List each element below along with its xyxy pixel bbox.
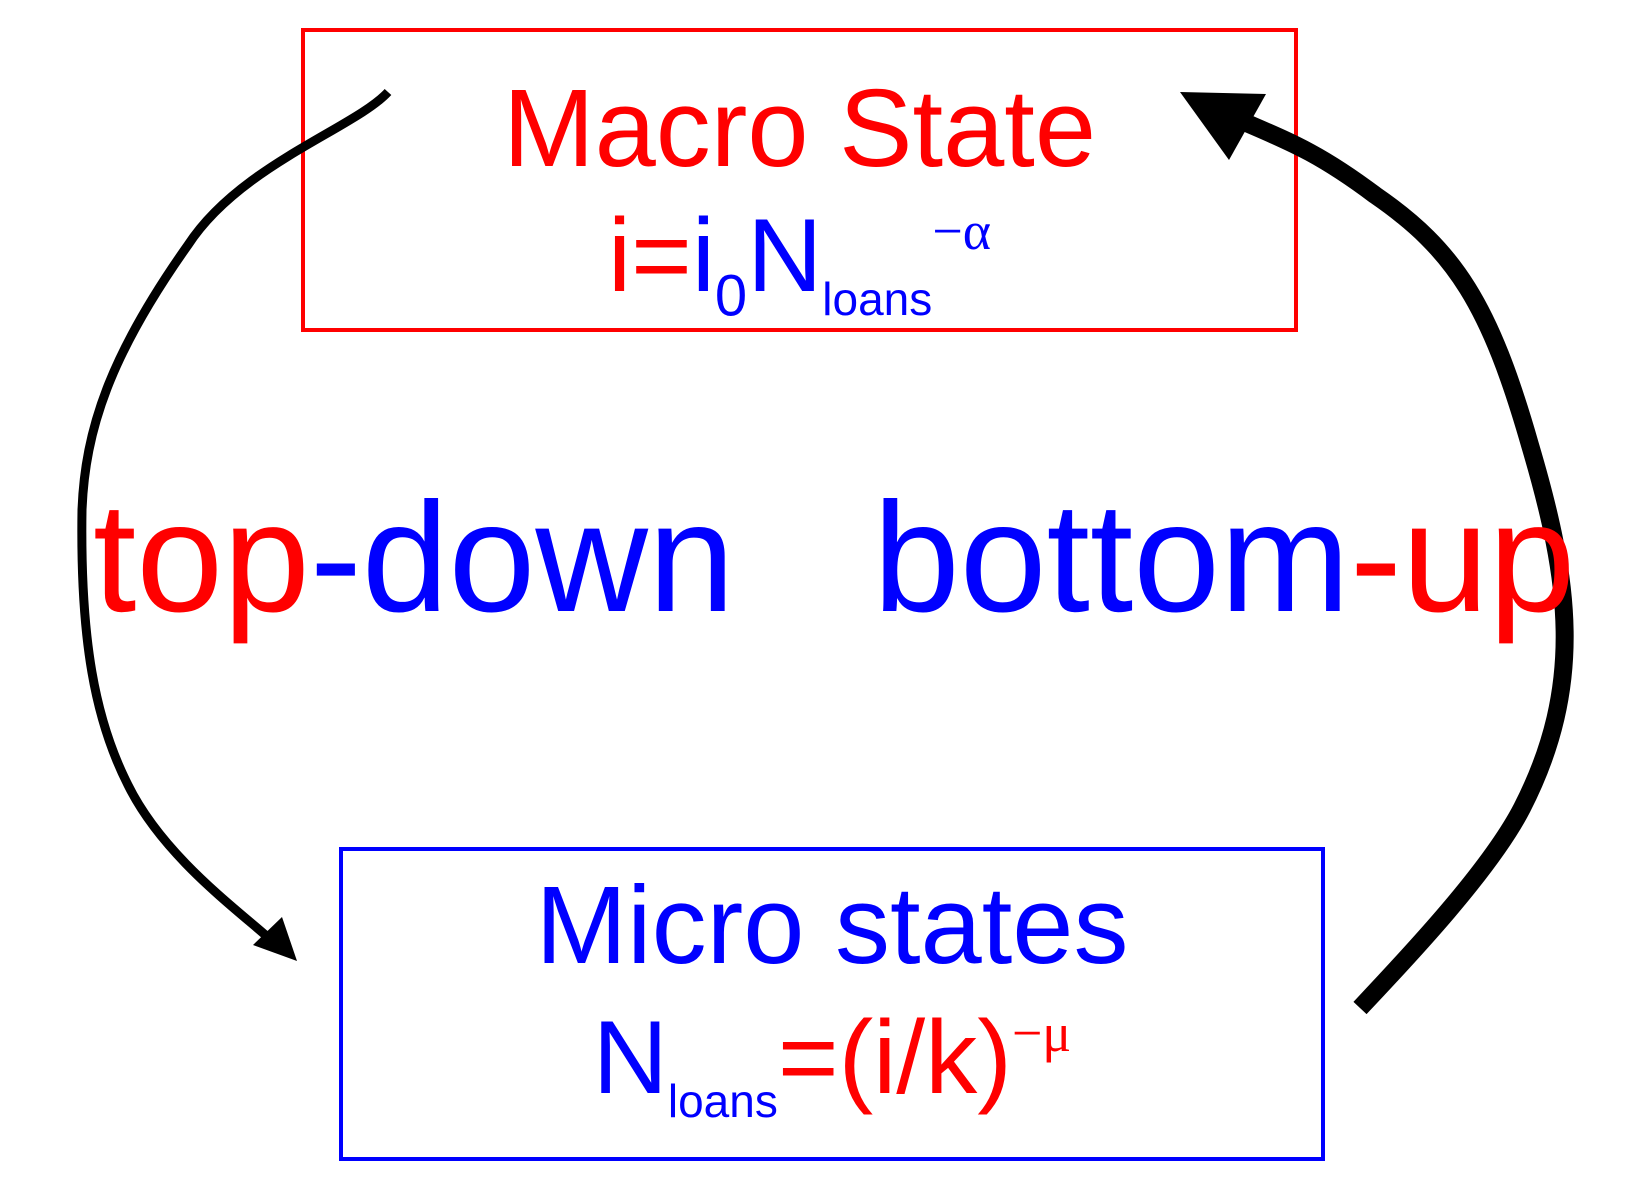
macro-eq-equals: =	[631, 198, 692, 315]
micro-states-box: Micro states Nloans=(i/k)−μ	[339, 847, 1325, 1161]
top-down-arrowhead	[253, 917, 297, 961]
micro-states-title: Micro states	[535, 864, 1129, 987]
macro-eq-i0: i	[691, 198, 715, 315]
macro-eq-exponent: −α	[932, 201, 992, 261]
top-down-word-top: top	[93, 471, 310, 645]
macro-eq-sub-zero: 0	[714, 263, 748, 329]
macro-state-title: Macro State	[502, 67, 1097, 190]
macro-state-box: Macro State i=i0Nloans−α	[301, 28, 1298, 332]
top-down-word-down: -down	[309, 471, 735, 645]
top-down-label: top-down	[93, 480, 735, 636]
bottom-up-label: bottom-up	[873, 480, 1575, 636]
micro-eq-exponent: −μ	[1011, 1003, 1072, 1063]
micro-eq-n: N	[592, 1000, 668, 1117]
bottom-up-word-bottom: bottom	[873, 471, 1350, 645]
bottom-up-word-up: -up	[1349, 471, 1576, 645]
macro-eq-i: i	[607, 198, 632, 315]
micro-states-equation: Nloans=(i/k)−μ	[343, 1006, 1321, 1124]
macro-eq-sub-loans: loans	[822, 273, 933, 326]
macro-eq-n: N	[747, 198, 823, 315]
micro-eq-rhs: =(i/k)	[777, 1000, 1012, 1117]
micro-eq-sub-loans: loans	[667, 1075, 778, 1128]
macro-state-equation: i=i0Nloans−α	[305, 204, 1294, 325]
